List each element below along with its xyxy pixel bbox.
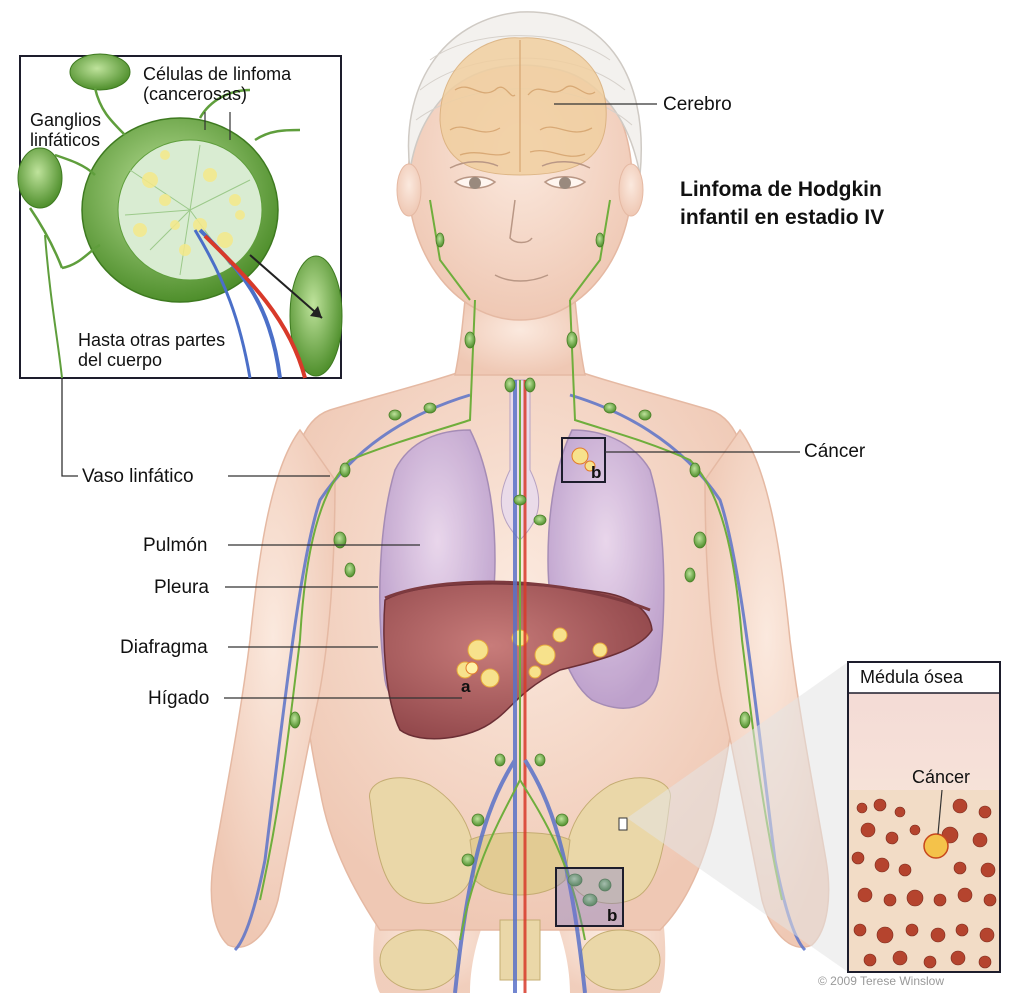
label-liver: Hígado [148, 689, 209, 708]
lymphoma-cells-line-1: Células de linfoma [143, 64, 291, 84]
bone-marrow-inset [848, 662, 1000, 972]
label-pleura: Pleura [154, 578, 209, 597]
spread-label: Hasta otras partes del cuerpo [78, 330, 225, 370]
label-diaphragm: Diafragma [120, 638, 208, 657]
lymphoma-cells-line-2: (cancerosas) [143, 84, 291, 104]
marrow-inset-title: Médula ósea [860, 668, 963, 686]
title-line-2: infantil en estadio IV [680, 204, 884, 232]
label-cancer: Cáncer [804, 442, 865, 461]
marker-b-pelvis: b [607, 906, 617, 925]
spread-line-2: del cuerpo [78, 350, 225, 370]
label-brain: Cerebro [663, 95, 732, 114]
spread-line-1: Hasta otras partes [78, 330, 225, 350]
marrow-cancer-cell [924, 834, 948, 858]
lymphoma-cells-label: Células de linfoma (cancerosas) [143, 64, 291, 104]
label-lymph-vessel: Vaso linfático [82, 467, 194, 486]
marker-a-liver: a [461, 677, 471, 696]
lymph-nodes-line-2: linfáticos [30, 130, 101, 150]
marrow-cancer-label: Cáncer [912, 768, 970, 786]
diagram-title: Linfoma de Hodgkin infantil en estadio I… [680, 176, 884, 232]
title-line-1: Linfoma de Hodgkin [680, 176, 884, 204]
lymph-nodes-label: Ganglios linfáticos [30, 110, 101, 150]
marker-b-chest: b [591, 463, 601, 482]
label-lung: Pulmón [143, 536, 207, 555]
lymph-nodes-line-1: Ganglios [30, 110, 101, 130]
marrow-source-marker [619, 818, 627, 830]
brain-organ [440, 38, 606, 175]
copyright-notice: © 2009 Terese Winslow [818, 974, 944, 988]
